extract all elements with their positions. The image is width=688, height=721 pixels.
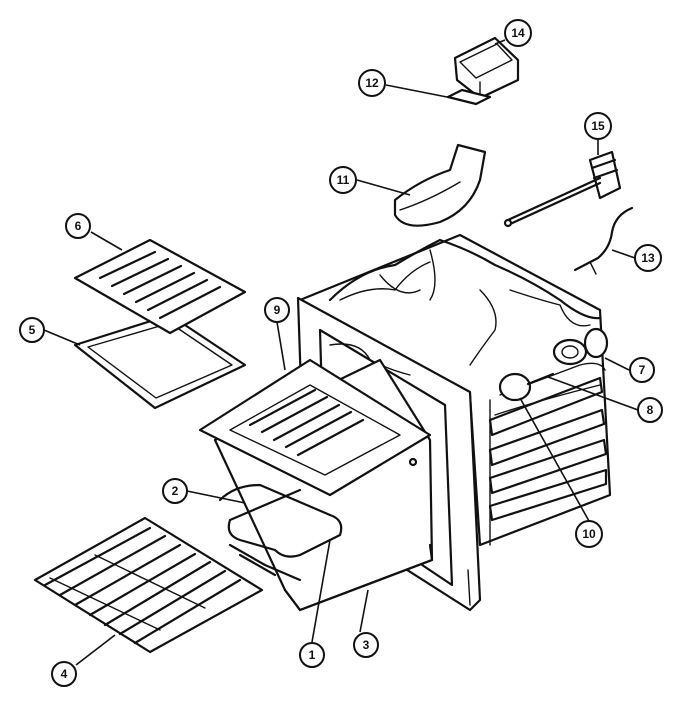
- oven-rack: [33, 516, 264, 654]
- gasket: [446, 88, 492, 106]
- broiler-pan: [73, 313, 247, 410]
- callout-label: 15: [591, 119, 605, 133]
- callout-label: 5: [29, 323, 36, 337]
- callout-13: 13: [634, 244, 662, 272]
- oven-sensor: [503, 150, 622, 228]
- callout-10: 10: [575, 520, 603, 548]
- callout-label: 6: [75, 219, 82, 233]
- bake-element-assembly: [198, 358, 434, 612]
- control-bracket: [453, 36, 520, 100]
- oven-cavity: [298, 233, 612, 547]
- callout-label: 1: [309, 648, 316, 662]
- oven-vent: [393, 143, 487, 227]
- callout-8: 8: [637, 397, 663, 423]
- callout-label: 9: [274, 303, 281, 317]
- callout-7: 7: [629, 357, 655, 383]
- callout-label: 14: [511, 26, 525, 40]
- callout-1: 1: [299, 642, 325, 668]
- callout-label: 3: [363, 638, 370, 652]
- wire-lead: [573, 206, 634, 275]
- callout-4: 4: [51, 661, 77, 687]
- callout-2: 2: [162, 478, 188, 504]
- callout-label: 2: [172, 484, 179, 498]
- callout-6: 6: [65, 213, 91, 239]
- callout-14: 14: [504, 19, 532, 47]
- callout-12: 12: [358, 69, 386, 97]
- callout-15: 15: [584, 112, 612, 140]
- callout-3: 3: [353, 632, 379, 658]
- callout-11: 11: [329, 166, 357, 194]
- callout-label: 7: [639, 363, 646, 377]
- callout-label: 11: [337, 173, 350, 187]
- callout-label: 13: [641, 251, 655, 265]
- callout-label: 12: [365, 76, 379, 90]
- leader-lines: [43, 39, 639, 666]
- broiler-pan-insert: [73, 238, 247, 335]
- callout-label: 4: [61, 667, 68, 681]
- callout-label: 10: [582, 527, 596, 541]
- callout-label: 8: [647, 403, 654, 417]
- callout-9: 9: [264, 297, 290, 323]
- oven-light-assembly: [498, 327, 609, 402]
- callout-5: 5: [19, 317, 45, 343]
